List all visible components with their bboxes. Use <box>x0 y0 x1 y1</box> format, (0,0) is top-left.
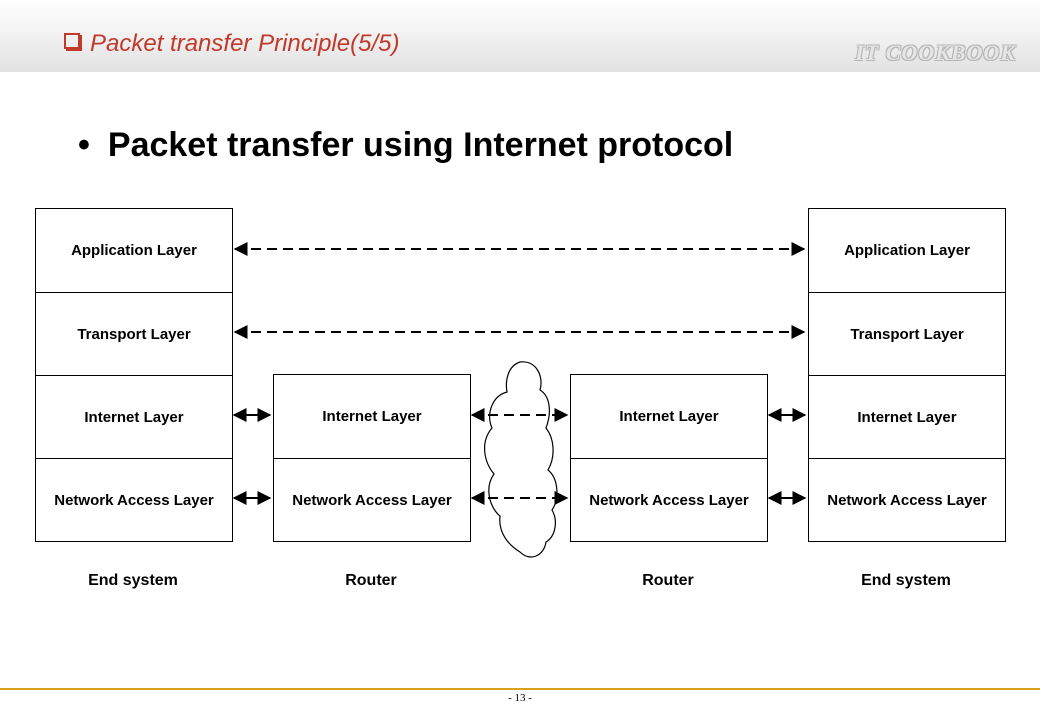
section-title: Packet transfer Principle(5/5) <box>64 30 399 58</box>
transport-layer: Transport Layer <box>36 292 232 376</box>
internet-layer: Internet Layer <box>36 375 232 459</box>
network-access-layer: Network Access Layer <box>36 458 232 542</box>
router-caption: Router <box>642 572 694 589</box>
network-access-layer: Network Access Layer <box>809 458 1005 542</box>
end-system-right-stack: Application Layer Transport Layer Intern… <box>808 208 1006 542</box>
network-cloud-icon <box>484 361 558 558</box>
page-number: - 13 - <box>508 692 532 704</box>
header-band <box>0 0 1040 72</box>
router-caption: Router <box>345 572 397 589</box>
main-heading-text: Packet transfer using Internet protocol <box>107 126 734 164</box>
bullet-icon: • <box>78 126 90 164</box>
internet-layer: Internet Layer <box>322 408 422 425</box>
network-access-layer: Network Access Layer <box>274 458 470 542</box>
network-access-layer: Network Access Layer <box>571 458 767 542</box>
router-right-stack: Internet Layer Network Access Layer <box>570 374 768 542</box>
transport-layer: Transport Layer <box>809 292 1005 376</box>
application-layer: Application Layer <box>71 242 197 259</box>
application-layer: Application Layer <box>844 242 970 259</box>
end-system-caption: End system <box>861 572 951 589</box>
end-system-caption: End system <box>88 572 178 589</box>
footer-rule <box>0 688 1040 690</box>
end-system-left-stack: Application Layer Transport Layer Intern… <box>35 208 233 542</box>
main-heading: • Packet transfer using Internet protocol <box>78 126 733 165</box>
brand-logo: IT COOKBOOK <box>855 40 1016 65</box>
internet-layer: Internet Layer <box>619 408 719 425</box>
router-left-stack: Internet Layer Network Access Layer <box>273 374 471 542</box>
checkbox-bullet-icon <box>64 33 80 49</box>
section-title-text: Packet transfer Principle(5/5) <box>90 30 400 57</box>
internet-layer: Internet Layer <box>809 375 1005 459</box>
